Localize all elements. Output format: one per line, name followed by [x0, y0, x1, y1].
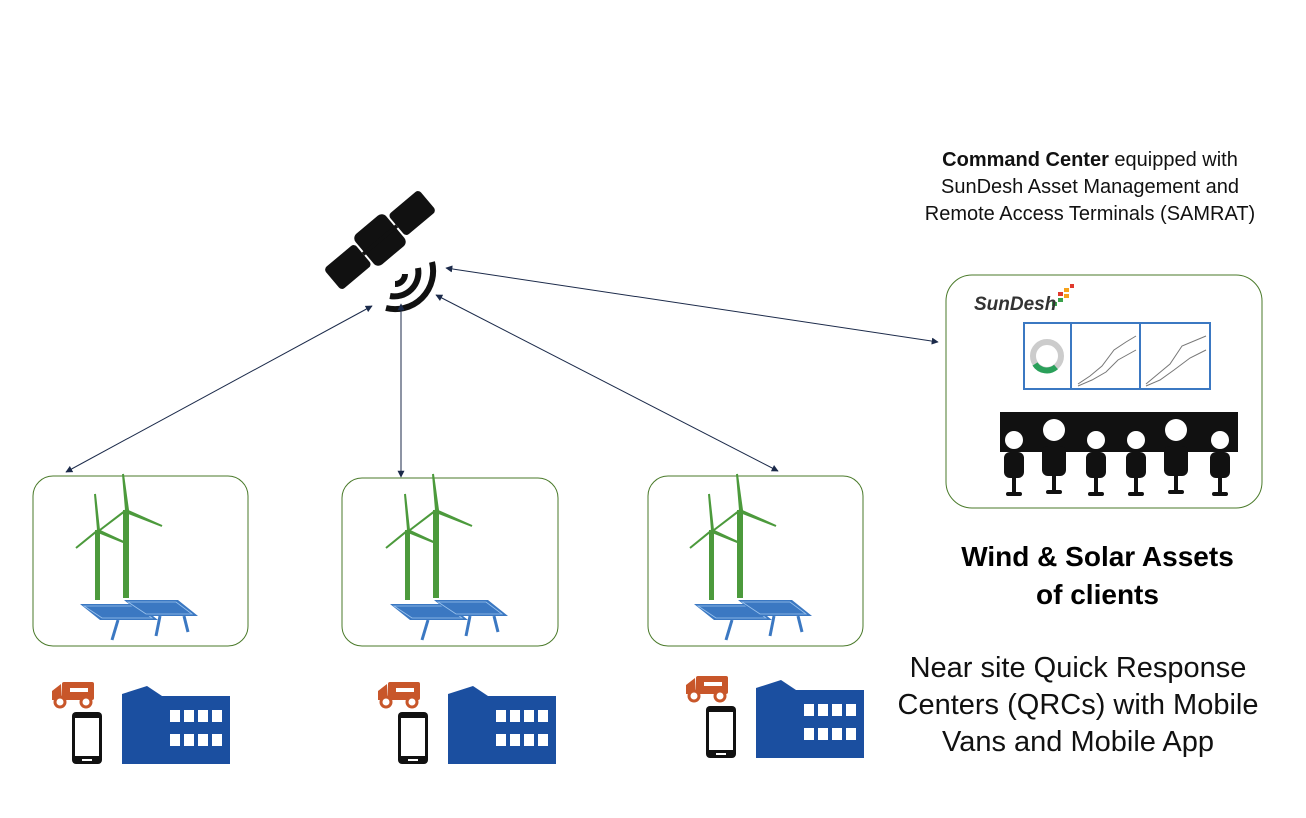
sundesh-logo-text: SunDesh: [974, 294, 1057, 315]
assets-title-line1: Wind & Solar Assets: [961, 541, 1234, 572]
link-arrows: [65, 265, 939, 478]
assets-title: Wind & Solar Assets of clients: [905, 538, 1290, 614]
qrc-caption: Near site Quick Response Centers (QRCs) …: [870, 650, 1286, 761]
operators-icon: [1000, 412, 1238, 496]
command-center-line2: SunDesh Asset Management and: [941, 176, 1239, 198]
command-center-caption: Command Center equipped with SunDesh Ass…: [880, 147, 1300, 228]
command-center-line3: Remote Access Terminals (SAMRAT): [924, 203, 1256, 225]
qrc-line1: Near site Quick Response: [909, 652, 1247, 684]
site-box-2: [341, 477, 559, 647]
sundesh-logo-mark: [1052, 284, 1074, 306]
signal-waves-icon: [385, 261, 437, 313]
arrow-sat-command: [445, 265, 939, 345]
command-center-bold: Command Center: [942, 149, 1109, 171]
qrc-line3: Vans and Mobile App: [942, 726, 1214, 758]
site-box-1: [32, 475, 249, 647]
qrc-group-1: [50, 680, 232, 766]
assets-title-line2: of clients: [1036, 579, 1159, 610]
site-box-3: [647, 475, 864, 647]
arrow-sat-site1: [65, 305, 373, 473]
command-center-line1-rest: equipped with: [1108, 149, 1238, 171]
dashboard-screen-icon: [1023, 322, 1211, 390]
arrow-sat-site3: [435, 294, 779, 472]
qrc-group-2: [376, 680, 558, 766]
qrc-group-3: [684, 674, 866, 760]
qrc-line2: Centers (QRCs) with Mobile: [897, 689, 1259, 721]
satellite-icon: [325, 191, 435, 289]
